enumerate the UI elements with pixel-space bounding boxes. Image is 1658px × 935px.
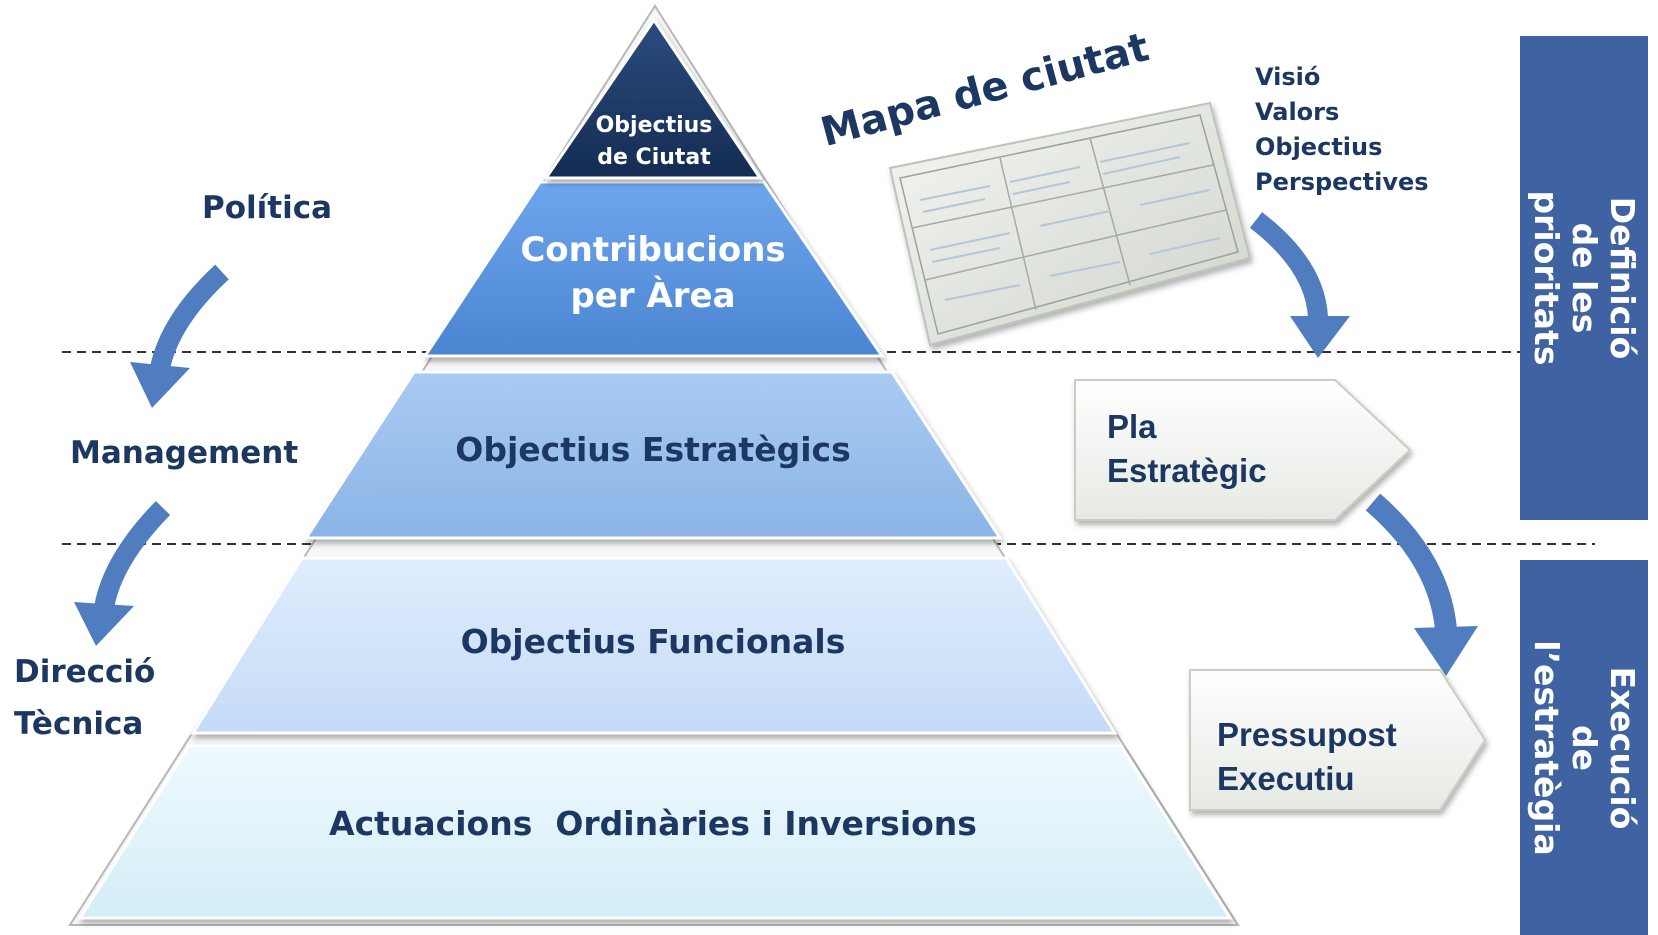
arrow-map-to-pla [1249,212,1350,358]
tier-label-funcionals: Objectius Funcionals [460,622,846,661]
side-bar-definicio-label: Definició de les prioritats [1527,190,1642,366]
side-bar-execucio-estrategia: Execució de l’estratègia [1520,560,1648,935]
pressupost-executiu-box [1189,669,1487,811]
pyramid-tier-actuacions [77,744,1233,920]
level-label-politica: Política [202,190,333,226]
tier-label-actuacions: Actuacions Ordinàries i Inversions [329,804,977,843]
tier-label-contribucions: Contribucions per Àrea [520,230,786,316]
arrow-pla-to-pressupost [1365,493,1478,676]
city-map-item-valors: Valors [1255,98,1340,126]
arrow-politica-to-management [130,264,229,408]
city-map-item-visio: Visió [1255,63,1321,91]
pla-estrategic-label: Pla Estratègic [1107,408,1267,489]
pyramid-tier-funcionals [190,556,1118,735]
level-label-management: Management [70,435,299,471]
arrow-management-to-direccio [74,500,171,646]
pyramid-tier-contribucions [422,180,885,358]
pyramid-tier-estrategics [303,370,1003,540]
city-map-document-image [888,101,1252,347]
pressupost-executiu-label: Pressupost Executiu [1217,716,1397,797]
city-map-item-perspectives: Perspectives [1255,168,1429,196]
side-bar-execucio-label: Execució de l’estratègia [1527,639,1642,856]
tier-label-objectius-ciutat: Objectius de Ciutat [595,113,713,170]
tier-label-estrategics: Objectius Estratègics [455,430,851,469]
city-map-items: Visió Valors Objectius Perspectives [1255,60,1429,200]
pyramid-tier-objectius-ciutat [543,17,763,180]
side-bar-definicio-prioritats: Definició de les prioritats [1520,36,1648,520]
level-label-direccio-tecnica: Direcció Tècnica [14,654,156,742]
city-map-item-objectius: Objectius [1255,133,1383,161]
pla-estrategic-box [1074,379,1412,521]
